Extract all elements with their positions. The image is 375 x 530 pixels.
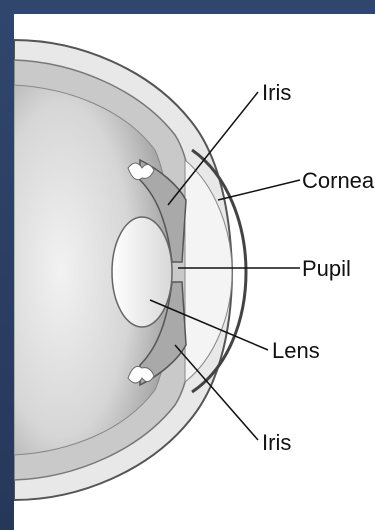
label-lens: Lens (272, 338, 320, 363)
label-pupil: Pupil (302, 256, 351, 281)
leader-cornea (218, 180, 300, 200)
label-iris-top: Iris (262, 80, 291, 105)
label-cornea: Cornea (302, 168, 375, 193)
anterior-chamber (185, 160, 232, 382)
lens-shape (112, 217, 172, 327)
label-iris-bottom: Iris (262, 430, 291, 455)
